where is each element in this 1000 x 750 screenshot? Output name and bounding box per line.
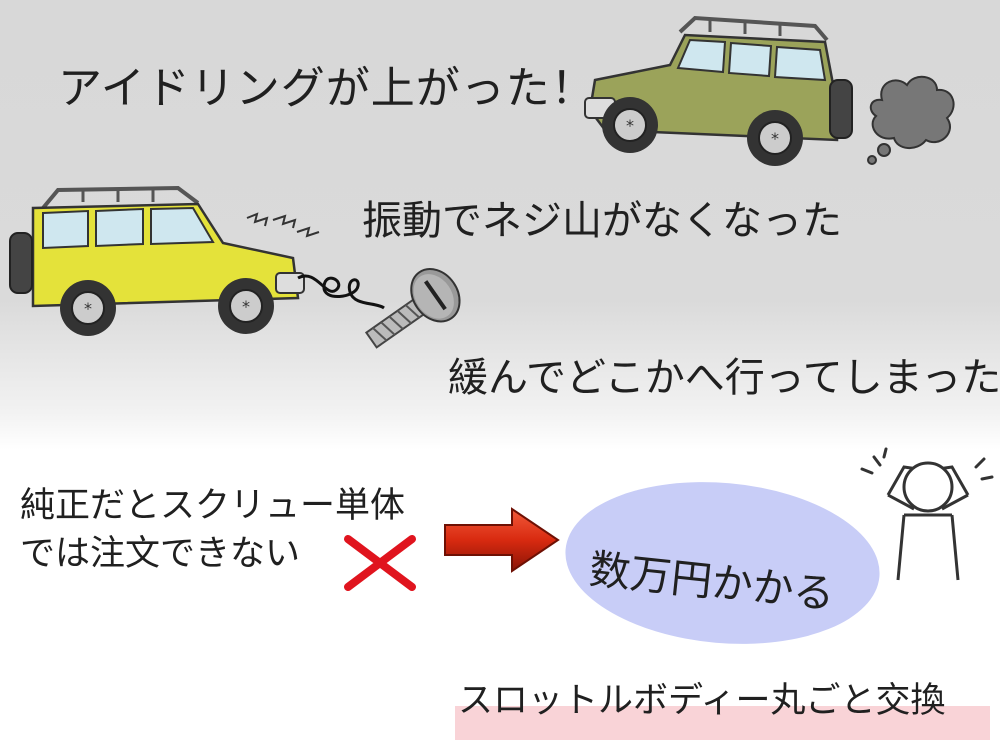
green-suv-icon: * *: [584, 15, 853, 166]
svg-text:*: *: [771, 129, 779, 148]
svg-text:*: *: [626, 116, 634, 135]
idle-rise-text: アイドリングが上がった！: [58, 63, 596, 114]
assembly-replacement-text: スロットルボディー丸ごと交換: [458, 681, 946, 721]
smoke-cloud-icon: [867, 75, 955, 165]
curl-line-icon: [297, 274, 385, 310]
red-arrow-icon: [444, 507, 560, 573]
oem-note-line-2: では注文できない: [20, 534, 301, 574]
yellow-suv-icon: * *: [9, 185, 305, 336]
oem-note-text: 純正だとスクリュー単体 では注文できない: [20, 482, 405, 578]
thread-stripped-text: 振動でネジ山がなくなった: [362, 198, 842, 244]
distressed-person-icon: [860, 447, 994, 581]
screw-lost-text: 緩んでどこかへ行ってしまった: [448, 355, 1000, 401]
red-cross-icon: [344, 535, 416, 591]
svg-text:*: *: [84, 299, 92, 318]
oem-note-line-1: 純正だとスクリュー単体: [20, 486, 406, 526]
vibration-lines-icon: [246, 212, 320, 238]
assembly-highlight: [455, 706, 990, 740]
svg-text:*: *: [242, 297, 250, 316]
screw-icon: [364, 268, 461, 349]
